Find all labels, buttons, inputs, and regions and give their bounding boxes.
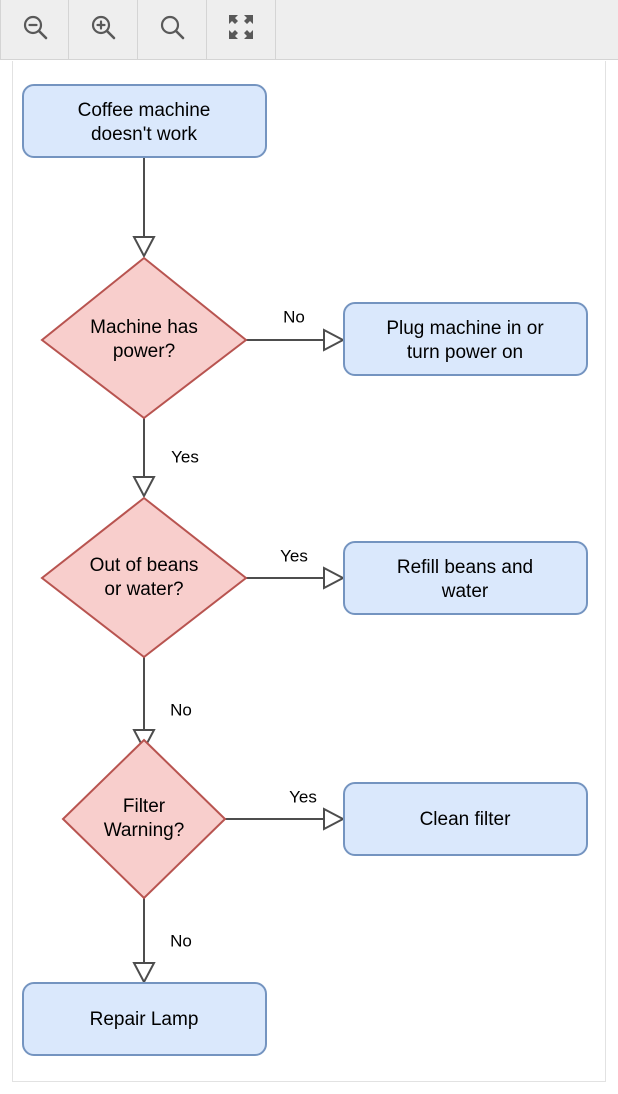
zoom-in-button[interactable] [69, 0, 138, 59]
arrow-head [323, 566, 346, 590]
node-label-line2: doesn't work [91, 124, 198, 145]
arrow-head [132, 962, 156, 985]
reset-view-icon [157, 12, 187, 47]
edge-filter-to-repair: No [132, 898, 192, 985]
node-label-line1: Filter [123, 796, 166, 817]
arrow-head [323, 807, 346, 831]
node-label-line1: Plug machine in or [386, 318, 544, 339]
node-shape [343, 782, 588, 856]
edge-label-no-beans: No [170, 700, 192, 719]
edge-label-yes-power: Yes [171, 447, 199, 466]
node-filter-warning[interactable]: Filter Warning? [61, 738, 227, 900]
node-shape [343, 541, 588, 615]
node-coffee-machine-doesnt-work[interactable]: Coffee machine doesn't work [22, 84, 267, 158]
node-label-line2: or water? [104, 579, 183, 600]
node-plug-machine-in[interactable]: Plug machine in or turn power on [343, 302, 588, 376]
edge-power-to-beans: Yes [132, 417, 199, 499]
reset-view-button[interactable] [138, 0, 207, 59]
edge-filter-to-clean: Yes [225, 787, 346, 831]
node-shape [40, 496, 248, 659]
node-repair-lamp[interactable]: Repair Lamp [22, 982, 267, 1056]
flowchart-svg: No Yes Yes No [22, 84, 588, 1056]
diagram-canvas[interactable]: No Yes Yes No [12, 61, 606, 1082]
edge-beans-to-filter: No [132, 657, 192, 752]
arrow-head [132, 236, 156, 259]
zoom-out-button[interactable] [0, 0, 69, 59]
node-label-line1: Refill beans and [397, 557, 533, 578]
node-out-of-beans-or-water[interactable]: Out of beans or water? [40, 496, 248, 659]
node-label-line1: Repair Lamp [90, 1009, 199, 1030]
node-label-line2: turn power on [407, 342, 523, 363]
arrow-head [323, 328, 346, 352]
edge-label-no-power: No [283, 307, 305, 326]
node-label-line2: water [441, 581, 489, 602]
edge-start-to-power [132, 157, 156, 259]
node-refill-beans-and-water[interactable]: Refill beans and water [343, 541, 588, 615]
edge-label-yes-beans: Yes [280, 546, 308, 565]
fullscreen-icon [227, 13, 255, 46]
node-clean-filter[interactable]: Clean filter [343, 782, 588, 856]
zoom-out-icon [20, 12, 50, 47]
node-label-line1: Out of beans [90, 555, 199, 576]
arrow-head [132, 476, 156, 499]
node-shape [22, 84, 267, 158]
diagram-toolbar [0, 0, 618, 60]
zoom-in-icon [88, 12, 118, 47]
node-shape [343, 302, 588, 376]
node-label-line2: power? [113, 341, 175, 362]
node-shape [61, 738, 227, 900]
edge-power-to-plugin: No [246, 307, 346, 352]
fullscreen-button[interactable] [207, 0, 276, 59]
node-machine-has-power[interactable]: Machine has power? [40, 256, 248, 420]
node-label-line1: Coffee machine [78, 100, 211, 121]
edge-label-no-filter: No [170, 931, 192, 950]
toolbar-spacer [276, 0, 618, 59]
edge-label-yes-filter: Yes [289, 787, 317, 806]
node-label-line1: Machine has [90, 317, 198, 338]
node-shape [40, 256, 248, 420]
edge-beans-to-refill: Yes [246, 546, 346, 590]
node-label-line2: Warning? [104, 820, 185, 841]
node-label-line1: Clean filter [420, 809, 511, 830]
node-shape [22, 982, 267, 1056]
